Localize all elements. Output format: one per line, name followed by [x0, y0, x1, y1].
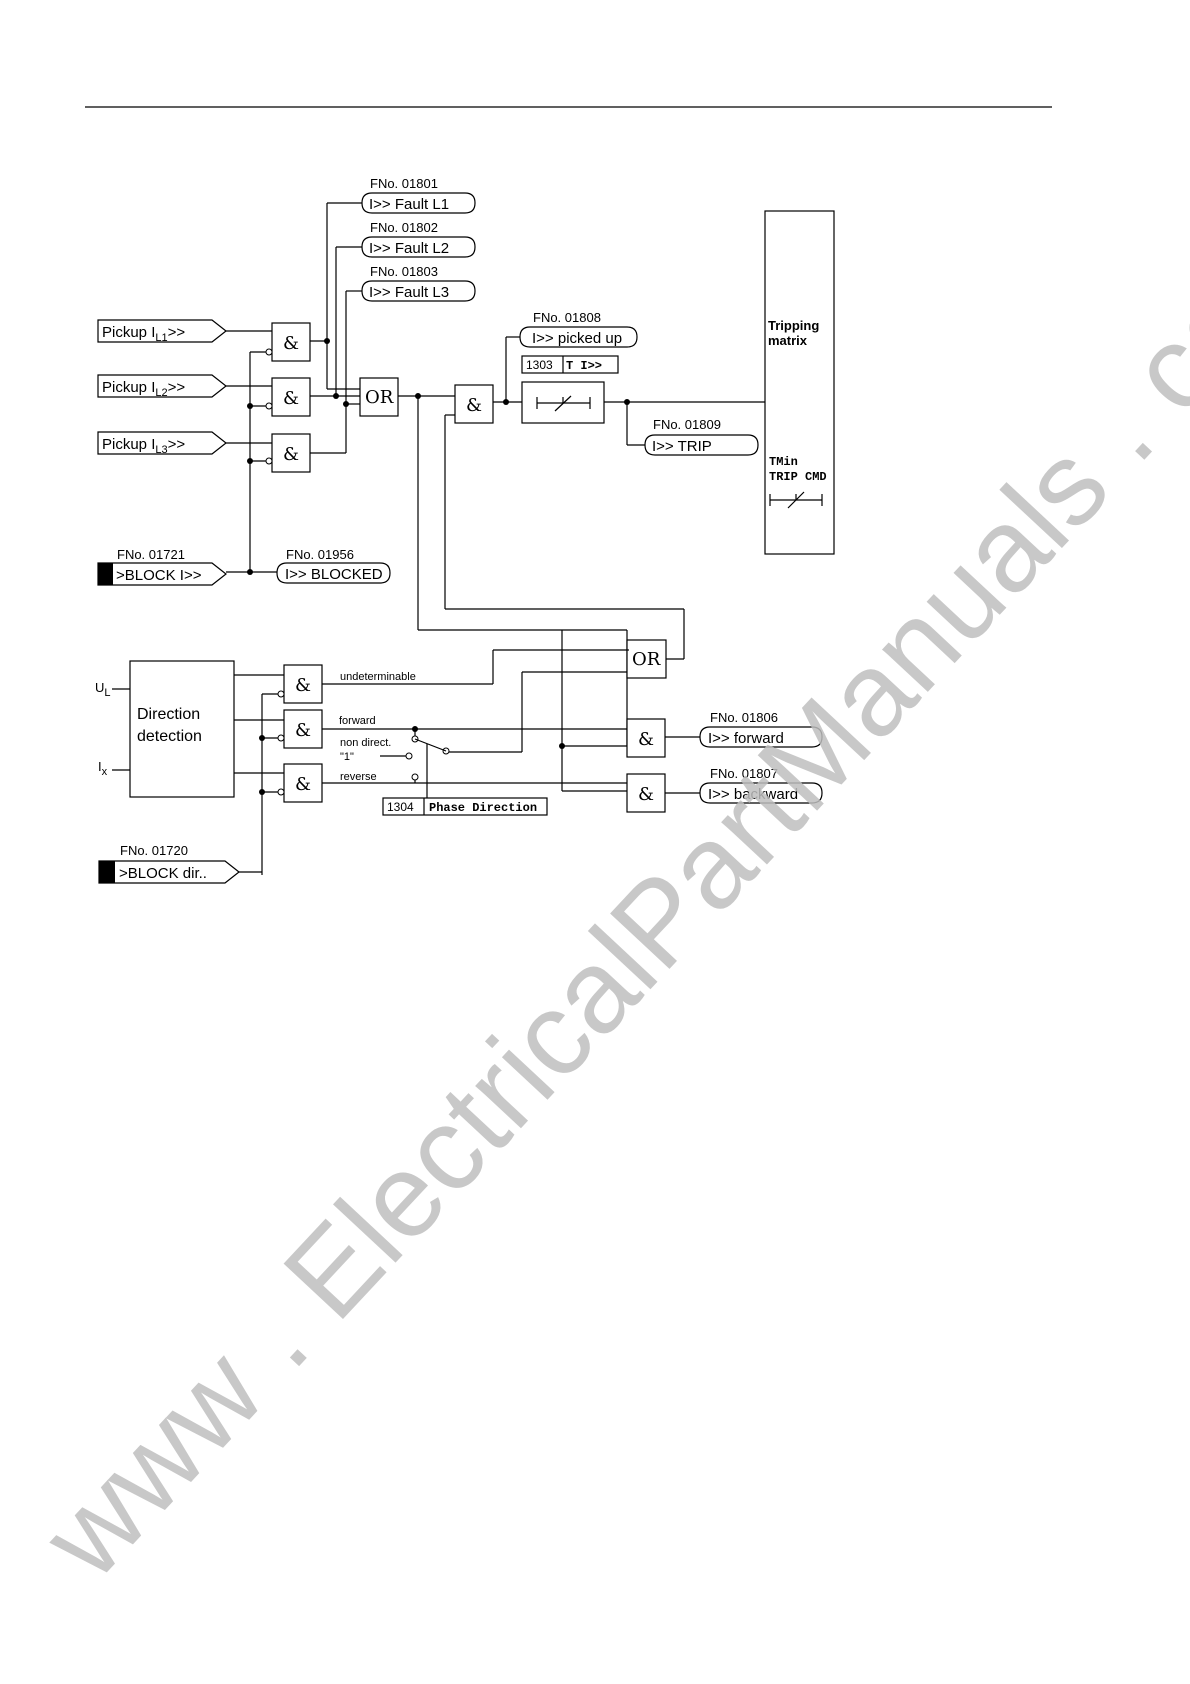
tripping-matrix: Tripping matrix TMin TRIP CMD	[764, 210, 835, 555]
svg-text:&: &	[283, 333, 299, 354]
wires-or-to-and	[398, 393, 628, 792]
and-gate-reverse: &	[283, 763, 323, 803]
signal-label: I>> Fault L2	[369, 240, 449, 257]
svg-text:Pickup IL1>>: Pickup IL1>>	[102, 324, 185, 344]
annunciation-backward: FNo. 01807 I>> backward	[699, 766, 823, 804]
ul-label: UL	[95, 680, 111, 699]
svg-text:TRIP CMD: TRIP CMD	[769, 470, 827, 484]
wires-direction	[234, 674, 285, 875]
ix-label: Ix	[98, 759, 108, 778]
svg-text:T I>>: T I>>	[566, 359, 602, 373]
annunciation-forward: FNo. 01806 I>> forward	[699, 710, 823, 748]
fno-label: FNo. 01809	[653, 417, 721, 432]
svg-text:&: &	[466, 395, 482, 416]
input-pickup-l3: Pickup IL3>>	[97, 431, 227, 456]
fno-label: FNo. 01807	[710, 766, 778, 781]
svg-text:Direction: Direction	[137, 706, 200, 723]
label-reverse: reverse	[340, 771, 377, 783]
fno-label: FNo. 01802	[370, 220, 438, 235]
fno-label: FNo. 01801	[370, 176, 438, 191]
signal-label: I>> Fault L1	[369, 196, 449, 213]
label-forward: forward	[339, 715, 376, 727]
direction-detection-block: Direction detection	[129, 660, 235, 798]
or-gate-direction: OR	[626, 639, 667, 679]
signal-label: I>> forward	[708, 730, 784, 747]
svg-text:&: &	[638, 784, 654, 805]
wires-and-to-or	[310, 202, 362, 454]
svg-text:TMin: TMin	[769, 455, 798, 469]
fno-label: FNo. 01721	[117, 547, 185, 562]
svg-text:OR: OR	[365, 387, 394, 408]
input-block-i: FNo. 01721 >BLOCK I>>	[97, 547, 227, 586]
input-pickup-l1: Pickup IL1>>	[97, 319, 227, 344]
and-gate-l3: &	[271, 433, 311, 473]
and-gate-l2: &	[271, 377, 311, 417]
svg-text:detection: detection	[137, 728, 202, 745]
and-gate-forward: &	[283, 709, 323, 749]
signal-label: >BLOCK dir..	[119, 865, 207, 882]
annunciation-fault-l2: FNo. 01802 I>> Fault L2	[361, 220, 476, 258]
wires-pickup	[226, 330, 273, 575]
signal-label: I>> BLOCKED	[285, 566, 383, 583]
svg-text:&: &	[638, 729, 654, 750]
svg-text:Phase Direction: Phase Direction	[429, 801, 537, 815]
signal-label: I>> TRIP	[652, 438, 712, 455]
and-gate-l1: &	[271, 322, 311, 362]
svg-text:1304: 1304	[387, 800, 414, 814]
svg-text:Pickup IL2>>: Pickup IL2>>	[102, 379, 185, 399]
and-gate-undeterminable: &	[283, 664, 323, 704]
svg-text:&: &	[283, 444, 299, 465]
and-gate-out-forward: &	[626, 718, 666, 758]
and-gate-main: &	[454, 384, 494, 424]
switch-phase-direction	[380, 729, 450, 798]
svg-text:&: &	[283, 388, 299, 409]
annunciation-fault-l3: FNo. 01803 I>> Fault L3	[361, 264, 476, 302]
fno-label: FNo. 01808	[533, 310, 601, 325]
input-pickup-l2: Pickup IL2>>	[97, 374, 227, 399]
fno-label: FNo. 01720	[120, 843, 188, 858]
fno-label: FNo. 01956	[286, 547, 354, 562]
annunciation-blocked: FNo. 01956 I>> BLOCKED	[276, 547, 391, 584]
svg-text:&: &	[295, 774, 311, 795]
signal-label: >BLOCK I>>	[116, 567, 202, 584]
svg-text:&: &	[295, 720, 311, 741]
label-undeterminable: undeterminable	[340, 671, 416, 683]
signal-label: I>> Fault L3	[369, 284, 449, 301]
annunciation-trip: FNo. 01809 I>> TRIP	[644, 417, 759, 456]
or-gate-pickup: OR	[359, 377, 399, 417]
svg-text:&: &	[295, 675, 311, 696]
annunciation-fault-l1: FNo. 01801 I>> Fault L1	[361, 176, 476, 214]
svg-text:OR: OR	[632, 649, 661, 670]
fno-label: FNo. 01806	[710, 710, 778, 725]
svg-text:1303: 1303	[526, 358, 553, 372]
input-block-dir: FNo. 01720 >BLOCK dir..	[98, 843, 240, 884]
and-gate-out-backward: &	[626, 773, 666, 813]
svg-text:Tripping: Tripping	[768, 318, 819, 333]
svg-text:Pickup IL3>>: Pickup IL3>>	[102, 436, 185, 456]
timer-t-i: 1303 T I>>	[521, 355, 619, 424]
signal-label: I>> picked up	[532, 330, 622, 347]
param-phase-direction: 1304 Phase Direction	[382, 797, 548, 816]
fno-label: FNo. 01803	[370, 264, 438, 279]
signal-label: I>> backward	[708, 786, 798, 803]
label-one: "1"	[340, 751, 354, 763]
label-non-direct: non direct.	[340, 737, 391, 749]
annunciation-picked-up: FNo. 01808 I>> picked up	[519, 310, 638, 348]
svg-text:matrix: matrix	[768, 333, 808, 348]
